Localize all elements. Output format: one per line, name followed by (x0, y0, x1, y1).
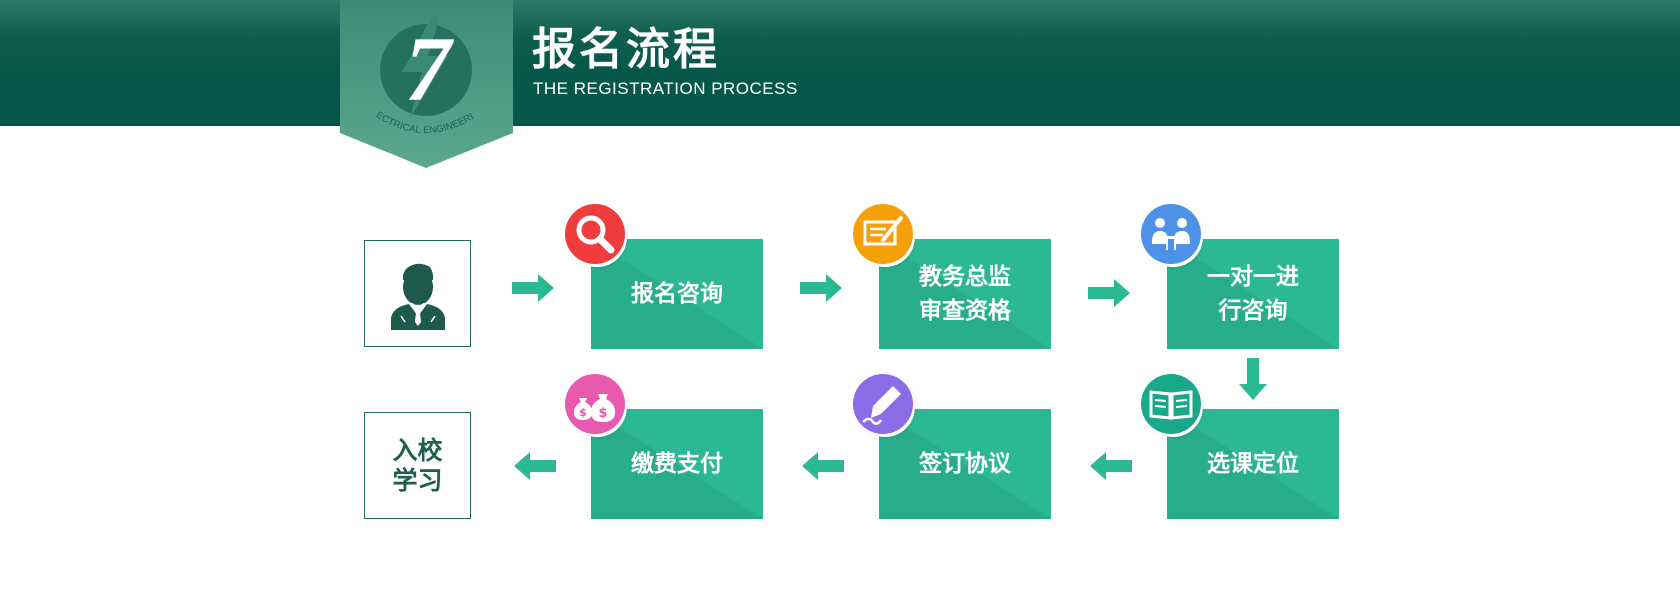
consultation-icon (1141, 204, 1201, 264)
svg-text:$: $ (579, 406, 587, 419)
step-label: 一对一进 行咨询 (1207, 264, 1299, 324)
arrow-right-icon (1088, 279, 1130, 307)
step-label: 教务总监 审查资格 (919, 264, 1011, 324)
applicant-box (364, 240, 471, 347)
arrow-left-icon (1090, 452, 1132, 480)
arrow-left-icon (802, 452, 844, 480)
person-icon (391, 263, 445, 330)
arrow-left-icon (514, 452, 556, 480)
step-label: 缴费支付 (631, 451, 723, 477)
step-registration-consult: 报名咨询 (591, 239, 763, 349)
enroll-study-label: 入校 学习 (392, 436, 443, 495)
step-label: 报名咨询 (631, 281, 723, 307)
arrow-down-icon (1239, 358, 1267, 400)
lightning-icon (402, 16, 448, 118)
step-payment: 缴费支付 (591, 409, 763, 519)
step-sign-agreement: 签订协议 (879, 409, 1051, 519)
section-badge: 7 ELECTRICAL ENGINEERING (340, 0, 513, 168)
svg-text:$: $ (598, 406, 607, 421)
search-icon (565, 204, 625, 264)
step-course-selection: 选课定位 (1167, 409, 1339, 519)
page-title: 报名流程 (532, 24, 720, 75)
arrow-right-icon (800, 274, 842, 302)
open-book-icon (1141, 374, 1201, 434)
money-bags-icon: $ $ (565, 374, 625, 434)
step-label: 选课定位 (1207, 451, 1299, 477)
document-sign-icon (853, 204, 913, 264)
badge-number: 7 (405, 18, 455, 120)
header-band (0, 0, 1680, 126)
arrow-right-icon (512, 274, 554, 302)
step-qualification-review: 教务总监 审查资格 (879, 239, 1051, 349)
step-one-on-one-consult: 一对一进 行咨询 (1167, 239, 1339, 349)
page-subtitle: THE REGISTRATION PROCESS (533, 79, 798, 98)
pen-sign-icon (853, 374, 913, 434)
enroll-study-box: 入校 学习 (364, 412, 471, 519)
step-label: 签订协议 (919, 451, 1011, 477)
